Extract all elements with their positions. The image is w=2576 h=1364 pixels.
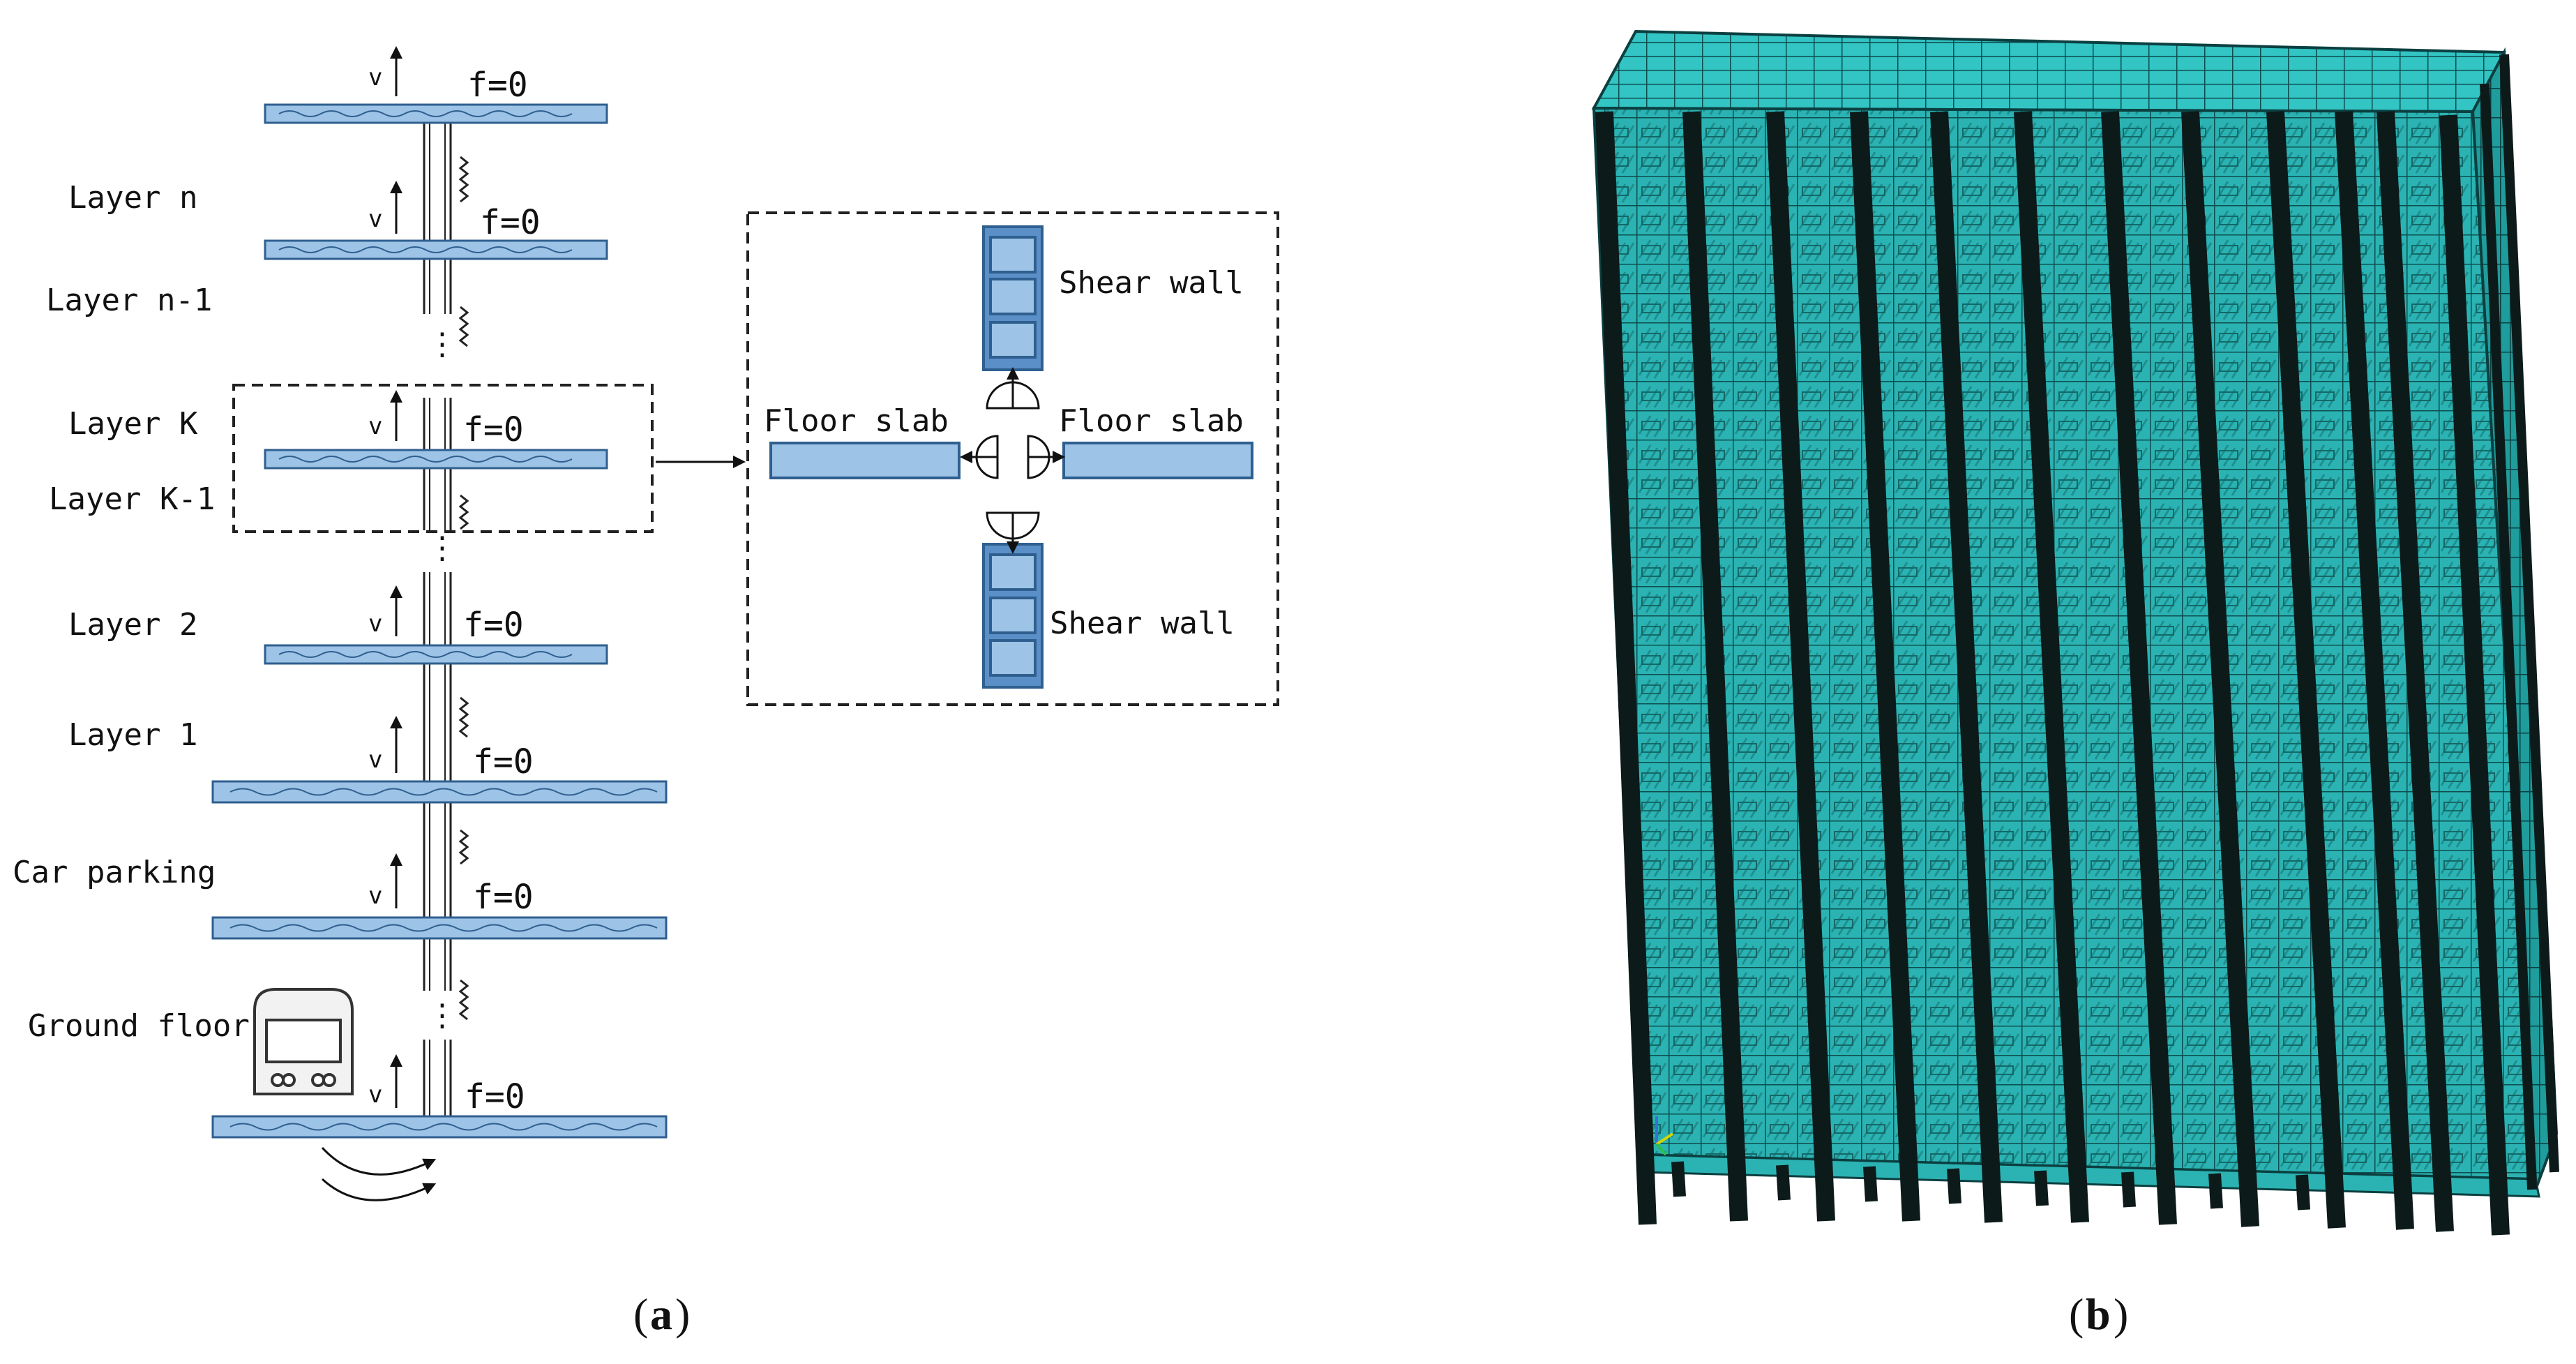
building-roof [1591,29,2506,114]
axis-triad-icon [1655,1116,1674,1156]
slab-layer-k [264,449,608,470]
friction-labels: f=0 f=0 f=0 f=0 f=0 f=0 f=0 [463,66,541,1116]
velocity-label: v [368,63,382,91]
panel-a: ⋮ ⋮ ⋮ [13,46,1279,1201]
slab-layer-2 [264,644,608,665]
friction-label: f=0 [463,606,524,645]
floor-labels: Layer n Layer n-1 Layer K Layer K-1 Laye… [13,180,250,1044]
label-layer-n: Layer n [68,180,197,216]
foundation-stubs [1671,1161,2310,1211]
detail-box [746,211,1279,706]
caption-b-open: ( [2069,1289,2084,1339]
slab-layer-n [264,103,608,124]
friction-label: f=0 [473,742,534,781]
slab-layer-n-1 [264,239,608,260]
label-layer-n-1: Layer n-1 [46,283,212,318]
ellipsis-dots: ⋮ [427,998,458,1033]
springs [458,156,469,1021]
shear-wall-top [982,225,1044,371]
slab-ground-floor [211,1115,668,1139]
caption-b: ( b ) [2069,1289,2128,1339]
label-car-parking: Car parking [13,855,216,890]
slab-car-parking [211,916,668,940]
label-layer-1: Layer 1 [68,717,197,753]
velocity-label: v [368,1081,382,1109]
core-wall-tubes: ⋮ ⋮ ⋮ [419,117,458,1118]
caption-b-letter: b [2086,1289,2111,1339]
slab-layer-1 [211,780,668,804]
ellipsis-dots: ⋮ [427,530,458,566]
caption-a: ( a ) [633,1289,690,1339]
velocity-label: v [368,882,382,910]
hinge-symbols [960,367,1065,554]
friction-label: f=0 [480,203,541,242]
friction-label: f=0 [467,66,528,105]
velocity-labels: v v v v v v v [368,63,382,1109]
floor-slab-left [769,442,961,479]
friction-label: f=0 [473,878,534,917]
floor-slabs [211,103,668,1139]
label-ground-floor: Ground floor [28,1008,250,1044]
shear-wall-bottom [982,543,1044,689]
velocity-label: v [368,746,382,774]
label-floor-slab-left: Floor slab [764,403,949,439]
label-shear-wall-bottom: Shear wall [1050,606,1235,641]
velocity-label: v [368,205,382,233]
ellipsis-dots: ⋮ [427,327,458,362]
friction-label: f=0 [463,410,524,449]
velocity-label: v [368,610,382,638]
side-columns [2480,54,2559,1190]
panel-b-building-model [1591,29,2559,1236]
building-columns [1595,111,2510,1236]
label-shear-wall-top: Shear wall [1059,265,1244,301]
caption-b-close: ) [2114,1289,2128,1339]
friction-label: f=0 [465,1077,525,1116]
train-icon [253,988,354,1095]
joint-detail: Shear wall Shear wall Floor slab Floor s… [746,211,1279,706]
airflow-arrows [321,1146,437,1201]
floor-slab-right [1062,442,1253,479]
label-layer-k-1: Layer K-1 [49,481,215,517]
label-layer-2: Layer 2 [68,607,197,643]
label-layer-k: Layer K [68,406,198,442]
layer-k-highlight-box [232,384,654,533]
caption-a-letter: a [650,1289,672,1339]
label-floor-slab-right: Floor slab [1059,403,1244,439]
velocity-label: v [368,412,382,440]
caption-a-open: ( [633,1289,648,1339]
caption-a-close: ) [675,1289,690,1339]
